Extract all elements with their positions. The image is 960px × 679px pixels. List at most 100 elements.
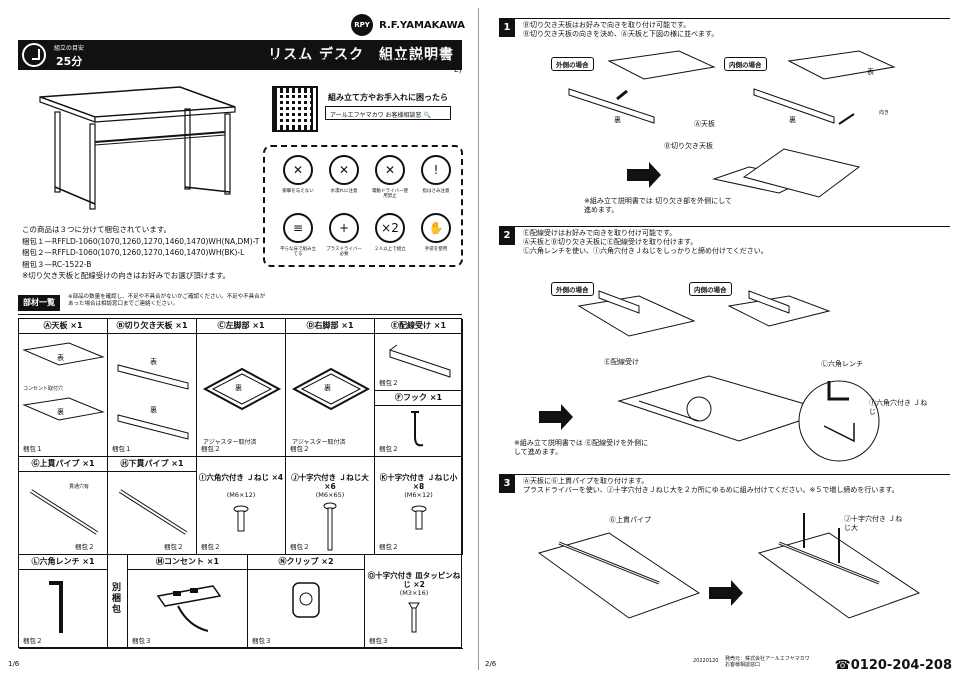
note-line: ※切り欠き天板と配線受けの向きはお好みでお選び頂けます。 xyxy=(22,271,231,280)
part-cell-f: Ⓕフック ×1 梱包２ xyxy=(375,391,463,457)
help-text: 組み立て方やお手入れに困ったら xyxy=(328,93,448,102)
part-name: Ⓜコンセント ×1 xyxy=(128,555,247,570)
part-name: Ⓖ上貫パイプ ×1 xyxy=(19,457,107,472)
next-arrow-icon xyxy=(709,580,743,606)
warning-label: 水濡れに注意 xyxy=(330,189,358,194)
part-name: Ⓗ下貫パイプ ×1 xyxy=(108,457,196,472)
step-number: 1 xyxy=(499,19,515,37)
separate-box-cell: 別梱包 xyxy=(108,555,128,649)
part-name: Ⓐ天板 ×1 xyxy=(19,319,107,334)
warnings-panel: ✕衝撃を与えない✕水濡れに注意✕電動ドライバー使用禁止!指はさみ注意≡平らな床で… xyxy=(263,145,463,267)
outlet-illustration xyxy=(156,585,222,632)
label-back: 裏 xyxy=(324,384,331,392)
note-line: 梱包１—RFFLD-1060(1070,1260,1270,1460,1470)… xyxy=(22,236,260,246)
label-hex-wrench: Ⓛ六角レンチ xyxy=(821,360,863,368)
label-tabletop-a: Ⓐ天板 xyxy=(694,120,715,128)
label-adjuster: アジャスター取付済 xyxy=(203,439,257,446)
next-arrow-icon xyxy=(539,404,573,430)
inner-option-pill: 内側の場合 xyxy=(724,57,767,71)
left-leg-illustration xyxy=(202,367,282,411)
part-cell-i: Ⓘ六角穴付き Ｊねじ ×4 (M6×12) 梱包２ xyxy=(197,457,286,555)
part-name: Ⓓ右脚部 ×1 xyxy=(286,319,374,334)
part-name: Ⓚ十字穴付き Ｊねじ小 ×8 xyxy=(379,473,458,491)
label-front: 表 xyxy=(57,354,64,362)
tapping-screw-illustration xyxy=(408,602,420,633)
label-large-screw: Ⓙ十字穴付き Ｊねじ大 xyxy=(844,515,903,532)
step-note: ※組み立て説明書では 切り欠き部を外側にして進めます。 xyxy=(584,197,732,214)
right-page: 1 Ⓑ切り欠き天板はお好みで向きを取り付け可能です。 Ⓑ切り欠き天板の向きを決め… xyxy=(485,0,960,679)
box-label: 梱包２ xyxy=(75,543,95,551)
warning-label: 指はさみ注意 xyxy=(422,189,450,194)
part-cell-e: Ⓔ配線受け ×1 梱包２ xyxy=(375,319,463,391)
time-value: 25分 xyxy=(56,55,83,68)
warning-label: プラスドライバー必要 xyxy=(326,247,362,257)
step-number: 3 xyxy=(499,475,515,493)
hand-icon: ! xyxy=(421,155,451,185)
step-line: プラスドライバーを使い、Ⓙ十字穴付きＪねじ大を２カ所にゆるめに組み付けてください… xyxy=(523,486,899,494)
note-line: 梱包３—RC-1522-B xyxy=(22,259,92,269)
title-bar: 組立の目安 25分 リスム デスク 組立説明書 xyxy=(18,40,462,70)
package-notes: この商品は３つに分けて梱包されています。 梱包１—RFFLD-1060(1070… xyxy=(22,224,259,282)
brand-name: R.F.YAMAKAWA xyxy=(379,19,465,31)
part-cell-j: Ⓙ十字穴付き Ｊねじ大 ×6 (M6×65) 梱包２ xyxy=(286,457,375,555)
hex-screw-illustration xyxy=(233,505,249,532)
part-cell-g: Ⓖ上貫パイプ ×1 貫通穴有 梱包２ xyxy=(19,457,108,555)
brand-mark: RPY xyxy=(351,14,374,36)
label-back: 裏 xyxy=(235,384,242,392)
step-2: 2 Ⓔ配線受けはお好みで向きを取り付け可能です。 Ⓐ天板とⒷ切り欠き天板にⒺ配線… xyxy=(499,226,950,470)
time-label: 組立の目安 xyxy=(54,45,85,52)
separate-box-label: 別梱包 xyxy=(112,583,122,615)
screw-size: (M6×65) xyxy=(315,491,345,499)
page-divider xyxy=(478,8,479,670)
part-cell-k: Ⓚ十字穴付き Ｊねじ小 ×8 (M6×12) 梱包２ xyxy=(375,457,463,555)
box-label: 梱包３ xyxy=(252,637,272,645)
part-name: Ⓑ切り欠き天板 ×1 xyxy=(108,319,196,334)
part-name: Ⓒ左脚部 ×1 xyxy=(197,319,285,334)
box-label: 梱包２ xyxy=(164,543,184,551)
screw-size: (M6×12) xyxy=(226,491,256,499)
hammer-icon: ✕ xyxy=(283,155,313,185)
box-label: 梱包２ xyxy=(290,543,310,551)
lower-pipe-illustration xyxy=(118,489,188,535)
part-cell-m: Ⓜコンセント ×1 梱包３ xyxy=(128,555,248,649)
part-cell-l: Ⓛ六角レンチ ×1 梱包２ xyxy=(19,555,108,649)
part-cell-o: Ⓞ十字穴付き 皿タッピンねじ ×2 (M3×16) 梱包３ xyxy=(365,555,463,649)
box-label: 梱包２ xyxy=(201,445,221,453)
footer-line: お客様相談窓口 xyxy=(725,662,761,668)
warning-label: 平らな床で組み立てる xyxy=(280,247,316,257)
step-number: 2 xyxy=(499,227,515,245)
page-number: 2/6 xyxy=(485,660,497,668)
box-label: 梱包２ xyxy=(379,379,399,387)
label-back: 裏 xyxy=(57,408,64,416)
box-label: 梱包１ xyxy=(112,445,132,453)
label-back: 裏 xyxy=(614,116,621,124)
part-name: Ⓛ六角レンチ ×1 xyxy=(19,555,107,570)
label-through-hole: 貫通穴有 xyxy=(69,484,90,490)
box-label: 梱包３ xyxy=(132,637,152,645)
page-number: 1/6 xyxy=(8,660,20,668)
label-cable-tray: Ⓔ配線受け xyxy=(604,358,639,366)
parts-list-tag: 部材一覧 xyxy=(18,295,60,311)
label-cutout-b: Ⓑ切り欠き天板 xyxy=(664,142,713,150)
clip-illustration xyxy=(292,582,320,618)
large-screw-illustration xyxy=(323,502,337,551)
box-label: 梱包２ xyxy=(23,637,43,645)
support-search-box[interactable]: アールエフヤマカワ お客様相談窓 🔍 xyxy=(325,106,451,120)
part-cell-h: Ⓗ下貫パイプ ×1 梱包２ xyxy=(108,457,197,555)
parts-list-note: ※部品の数量を確認し、不足や不具合がないかご確認ください。不足や不具合があった場… xyxy=(68,294,266,307)
part-name: Ⓘ六角穴付き Ｊねじ ×4 xyxy=(198,473,284,482)
support-phone[interactable]: ☎0120-204-208 xyxy=(834,658,952,673)
desk-illustration xyxy=(39,86,236,210)
part-name: Ⓞ十字穴付き 皿タッピンねじ ×2 xyxy=(367,571,461,589)
screw-size: (M6×12) xyxy=(404,491,433,499)
warning-label: 衝撃を与えない xyxy=(282,189,314,194)
outer-option-pill: 外側の場合 xyxy=(551,282,594,296)
part-name: Ⓝクリップ ×2 xyxy=(248,555,364,570)
part-cell-n: Ⓝクリップ ×2 梱包３ xyxy=(248,555,365,649)
label-adjuster: アジャスター取付済 xyxy=(292,439,346,446)
page-title: リスム デスク 組立説明書 xyxy=(268,47,454,63)
parts-grid: Ⓐ天板 ×1 表 裏 コンセント取付穴 梱包１ Ⓑ切り欠き天板 ×1 表 裏 梱… xyxy=(18,318,463,649)
step-2-diagram xyxy=(577,290,880,462)
step-text: Ⓐ天板にⒼ上貫パイプを取り付けます。 プラスドライバーを使い、Ⓙ十字穴付きＪねじ… xyxy=(523,477,943,495)
qr-code[interactable] xyxy=(272,86,318,132)
